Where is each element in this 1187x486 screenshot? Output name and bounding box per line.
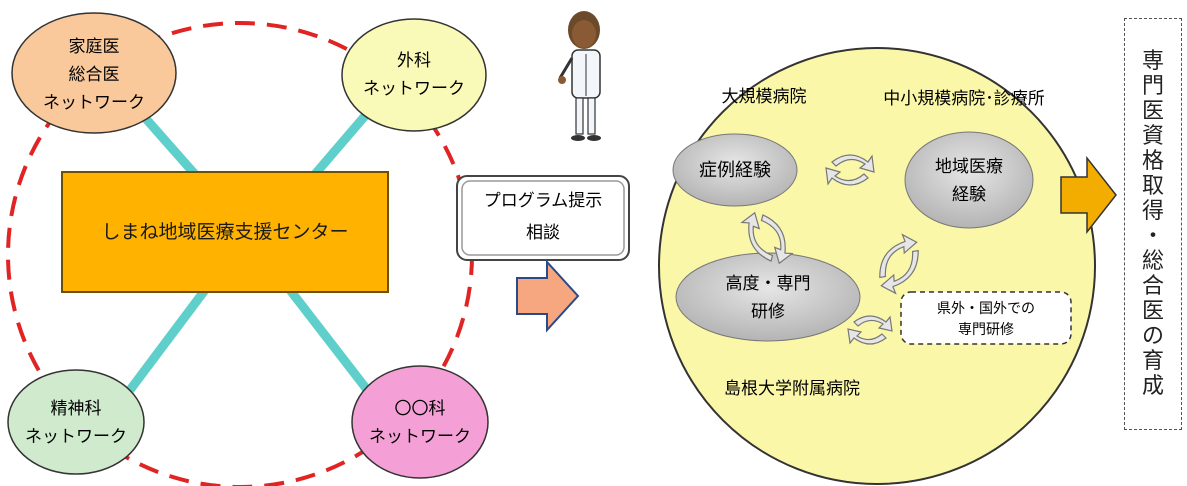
family-general-line3: ネットワーク	[43, 93, 145, 113]
case-experience-node	[672, 133, 798, 207]
qualification-char: 門	[1141, 74, 1164, 99]
qualification-char: ・	[1141, 224, 1164, 249]
psychiatry-line1: 精神科	[51, 399, 102, 419]
psychiatry-line2: ネットワーク	[25, 427, 127, 447]
cycle-arrows-icon	[740, 211, 794, 265]
network-connectors	[126, 107, 379, 403]
qualification-char: 資	[1141, 124, 1164, 149]
qualification-char: 医	[1141, 99, 1164, 124]
university-hospital-label: 島根大学附属病院	[724, 379, 860, 399]
other-dept-line1: 〇〇科	[395, 399, 446, 419]
specialist-qualification-box: 専門医資格取得・総合医の育成	[1124, 18, 1182, 430]
advanced-training-line1: 高度・専門	[726, 274, 811, 294]
program-box-line1: プログラム提示	[484, 191, 603, 211]
large-hospital-label: 大規模病院	[722, 87, 807, 107]
external-training-line1: 県外・国外での	[937, 301, 1035, 317]
other-dept-network-node	[351, 365, 489, 479]
surgery-line1: 外科	[397, 51, 431, 71]
external-training-box	[900, 291, 1072, 345]
regional-experience-line1: 地域医療	[935, 157, 1003, 177]
cycle-arrows-icon	[847, 315, 893, 345]
surgery-network-node	[341, 18, 487, 132]
qualification-char: 合	[1141, 274, 1164, 299]
family-general-line2: 総合医	[69, 65, 120, 85]
other-dept-line2: ネットワーク	[369, 427, 471, 447]
support-center-label: しまね地域医療支援センター	[101, 221, 348, 243]
cycle-arrows-icon	[879, 233, 919, 295]
advanced-training-node	[675, 252, 861, 342]
family-general-network-node	[11, 12, 177, 134]
qualification-char: 成	[1141, 374, 1164, 399]
doctor-figure-icon	[558, 11, 601, 141]
qualification-char: 取	[1141, 174, 1164, 199]
arrow-right-icon	[1060, 155, 1117, 235]
family-general-line1: 家庭医	[69, 37, 120, 57]
program-box-inner	[461, 180, 625, 256]
surgery-line2: ネットワーク	[363, 79, 465, 99]
regional-experience-node	[904, 131, 1034, 229]
psychiatry-network-node	[7, 369, 145, 475]
qualification-char: 医	[1141, 299, 1164, 324]
regional-experience-line2: 経験	[952, 185, 986, 205]
small-hospital-label: 中小規模病院･診療所	[883, 89, 1045, 109]
qualification-char: 格	[1141, 149, 1164, 174]
support-center-box	[61, 171, 389, 293]
qualification-char: 育	[1141, 349, 1164, 374]
qualification-char: 総	[1141, 249, 1164, 274]
qualification-char: の	[1141, 324, 1164, 349]
qualification-char: 専	[1141, 49, 1164, 74]
cycle-arrows-icon	[825, 154, 875, 186]
external-training-line2: 専門研修	[958, 322, 1014, 338]
qualification-char: 得	[1141, 199, 1164, 224]
advanced-training-line2: 研修	[751, 302, 785, 322]
case-experience-label: 症例経験	[699, 160, 771, 181]
arrow-right-icon	[516, 259, 580, 333]
program-box-line2: 相談	[526, 223, 560, 243]
